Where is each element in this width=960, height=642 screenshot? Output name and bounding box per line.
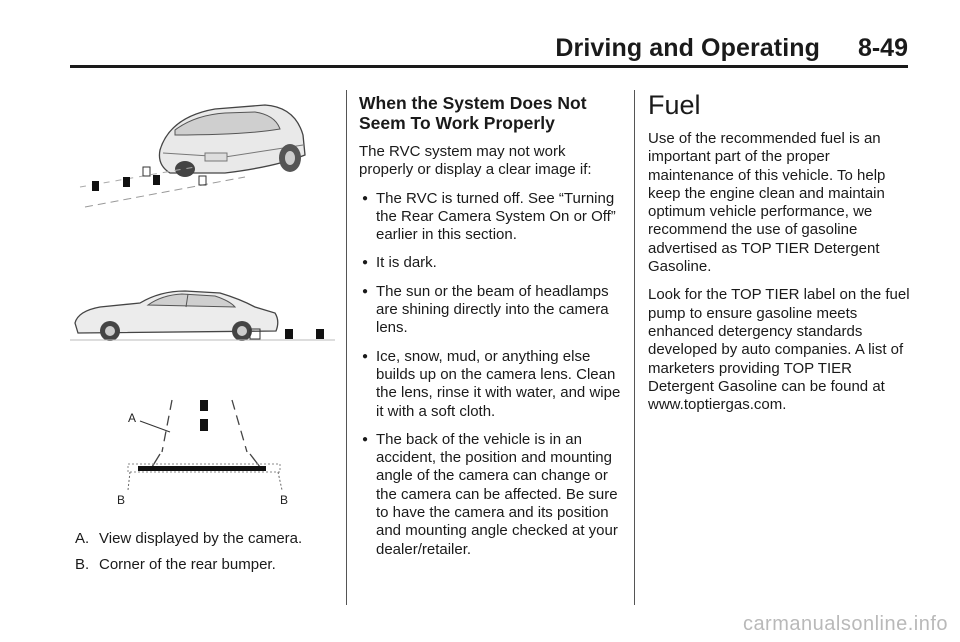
column-divider-1: [346, 90, 347, 605]
bullet-icon: ●: [362, 192, 369, 204]
middle-column: When the System Does Not Seem To Work Pr…: [359, 93, 621, 569]
fuel-heading: Fuel: [648, 90, 701, 120]
list-item: ●The sun or the beam of headlamps are sh…: [362, 282, 609, 337]
label-b-left: B: [117, 493, 125, 507]
bullet-icon: ●: [362, 257, 369, 269]
list-item: ●Ice, snow, mud, or anything else builds…: [362, 347, 621, 420]
car-side-illustration: [70, 290, 335, 341]
caption-a-text: View displayed by the camera.: [99, 530, 303, 547]
bullet-icon: ●: [362, 433, 369, 445]
section-heading: When the System Does Not Seem To Work Pr…: [359, 93, 587, 133]
column-divider-2: [634, 90, 635, 605]
list-item: ●The back of the vehicle is in an accide…: [362, 430, 618, 558]
page-number: 8-49: [857, 34, 908, 62]
caption-b-text: Corner of the rear bumper.: [99, 556, 276, 573]
header-rule: [70, 65, 908, 68]
car-perspective-illustration: [79, 104, 306, 208]
conditions-list: ●The RVC is turned off. See “Turning the…: [359, 190, 621, 559]
caption-a-label: A.: [75, 530, 90, 547]
section-title: Driving and Operating: [555, 34, 820, 62]
bullet-icon: ●: [362, 350, 369, 362]
caption-a: A. View displayed by the camera.: [75, 530, 302, 548]
caption-b: B. Corner of the rear bumper.: [75, 556, 276, 574]
watermark: carmanualsonline.info: [742, 613, 948, 635]
bullet-icon: ●: [362, 285, 369, 297]
caption-b-label: B.: [75, 556, 90, 573]
fuel-paragraph-1: Use of the recommended fuel is an import…: [648, 130, 886, 276]
camera-view-diagram: A B B: [117, 399, 288, 507]
list-item: ●The RVC is turned off. See “Turning the…: [362, 189, 616, 244]
label-b-right: B: [280, 493, 288, 507]
fuel-paragraph-2: Look for the TOP TIER label on the fuel …: [648, 286, 910, 414]
right-column: Fuel Use of the recommended fuel is an i…: [648, 90, 910, 424]
list-item: ●It is dark.: [362, 254, 437, 272]
label-a: A: [128, 411, 136, 425]
intro-paragraph: The RVC system may not work properly or …: [359, 143, 592, 179]
